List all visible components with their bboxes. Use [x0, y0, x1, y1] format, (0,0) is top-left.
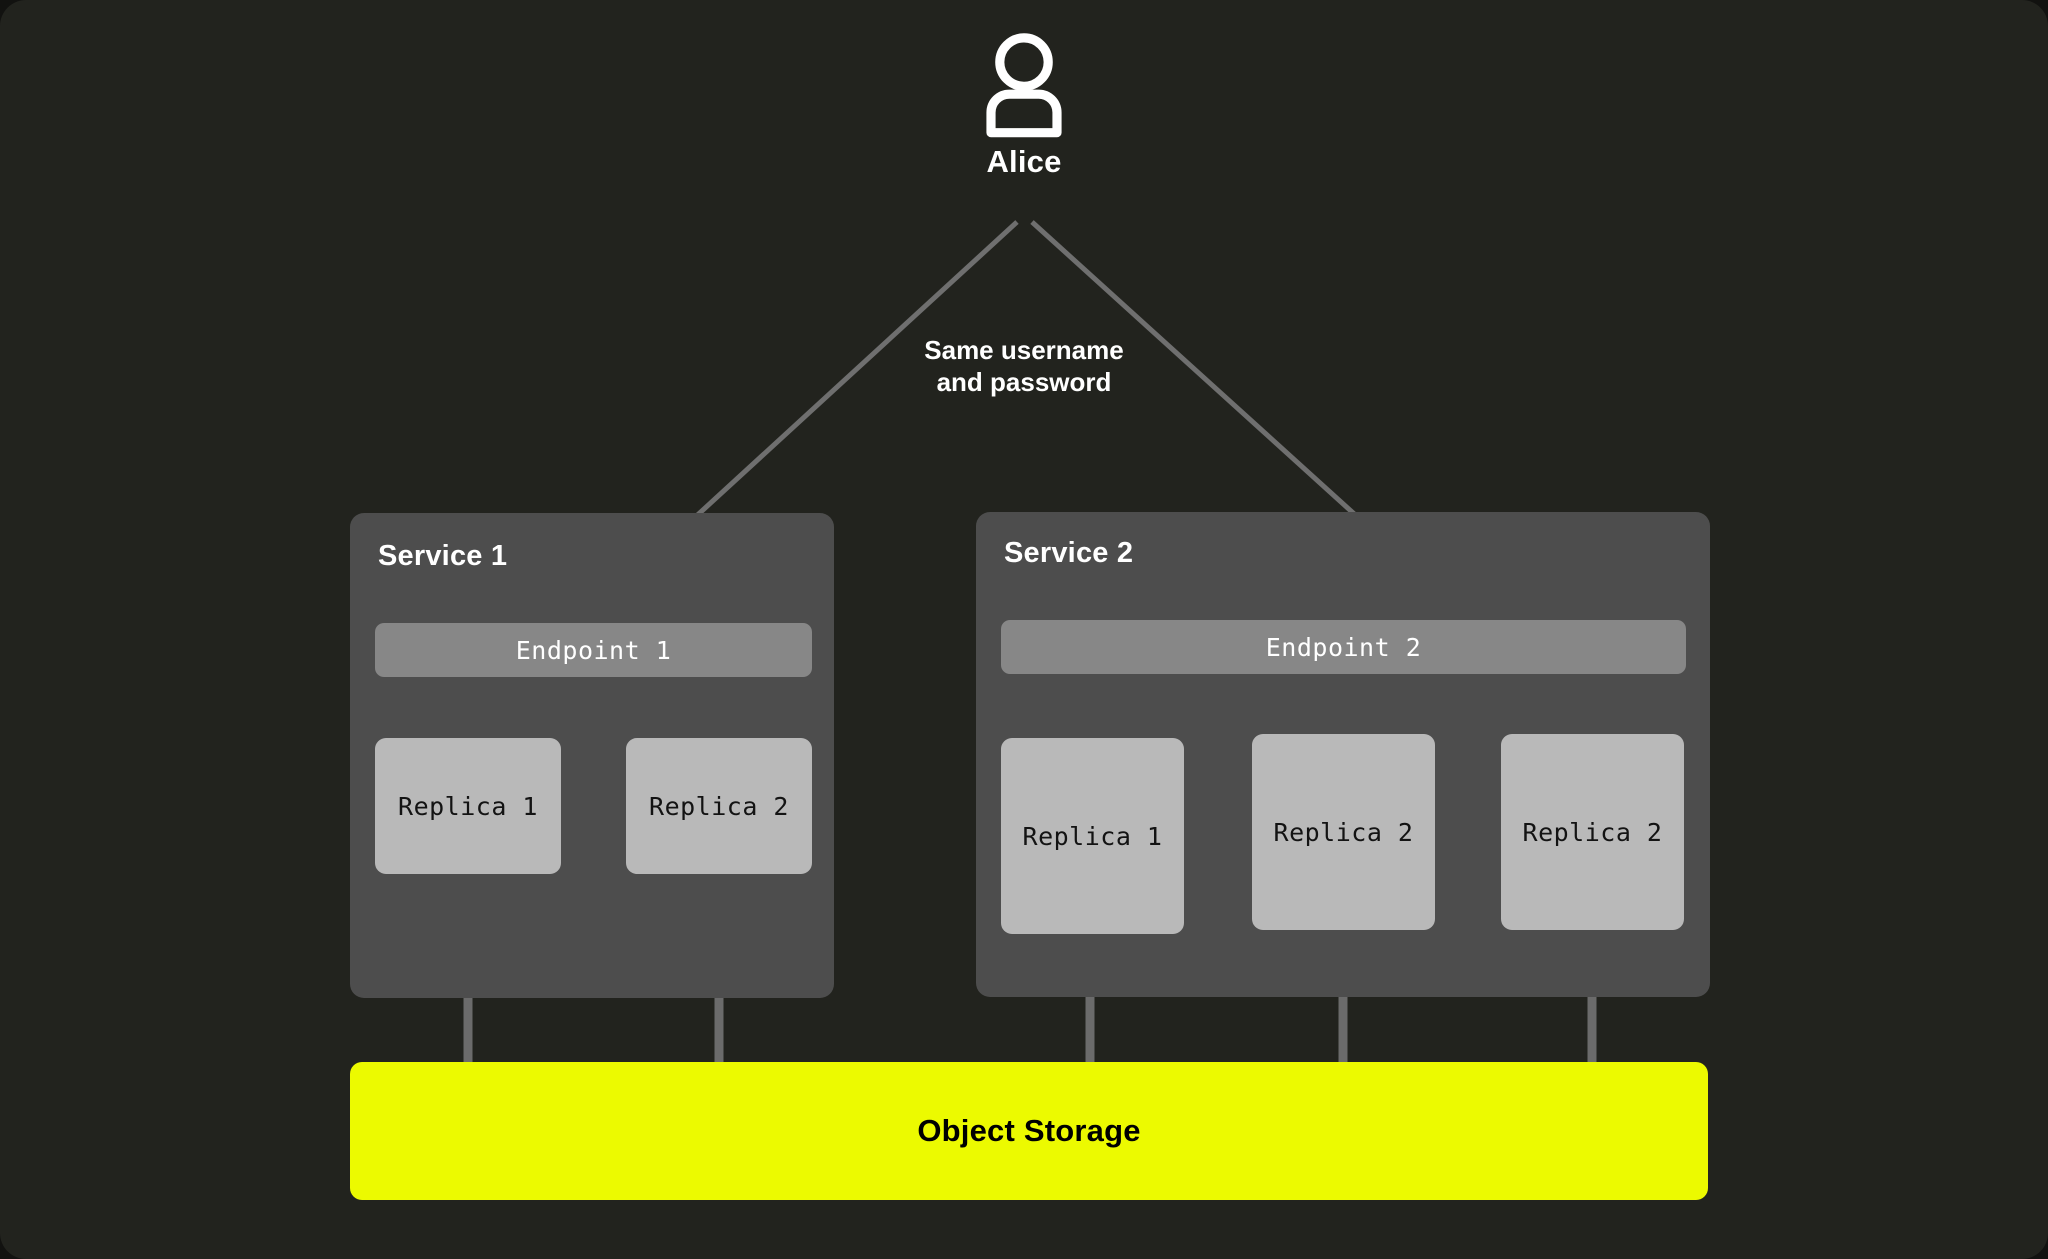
edge-caption-line-2: and password — [936, 366, 1112, 397]
service-2-replica-1-label: Replica 1 — [1022, 821, 1163, 851]
endpoint-2-node[interactable]: Endpoint 2 — [1001, 620, 1686, 674]
service-1-replica-1-label: Replica 1 — [398, 791, 538, 821]
user-person-icon — [986, 33, 1062, 138]
service-1-replica-1-node[interactable]: Replica 1 — [375, 738, 561, 874]
edge-caption-line-1: Same username — [924, 335, 1124, 365]
service-2-title: Service 2 — [1004, 537, 1134, 569]
actor-alice: Alice — [924, 30, 1124, 180]
service-1-title: Service 1 — [378, 540, 508, 572]
service-2-replica-3-node[interactable]: Replica 2 — [1501, 734, 1684, 930]
edge-caption-same-credentials: Same username and password — [824, 335, 1224, 398]
endpoint-1-label: Endpoint 1 — [515, 635, 672, 665]
service-1-replica-2-label: Replica 2 — [649, 791, 789, 821]
service-1-replica-2-node[interactable]: Replica 2 — [626, 738, 812, 874]
service-2-replica-2-label: Replica 2 — [1273, 817, 1414, 847]
service-2-replica-2-node[interactable]: Replica 2 — [1252, 734, 1435, 930]
service-2-replica-3-label: Replica 2 — [1522, 817, 1663, 847]
object-storage-label: Object Storage — [917, 1113, 1141, 1148]
actor-name-label: Alice — [986, 144, 1062, 179]
endpoint-2-label: Endpoint 2 — [1265, 632, 1422, 662]
object-storage-node[interactable]: Object Storage — [350, 1062, 1708, 1200]
endpoint-1-node[interactable]: Endpoint 1 — [375, 623, 812, 677]
service-2-replica-1-node[interactable]: Replica 1 — [1001, 738, 1184, 934]
